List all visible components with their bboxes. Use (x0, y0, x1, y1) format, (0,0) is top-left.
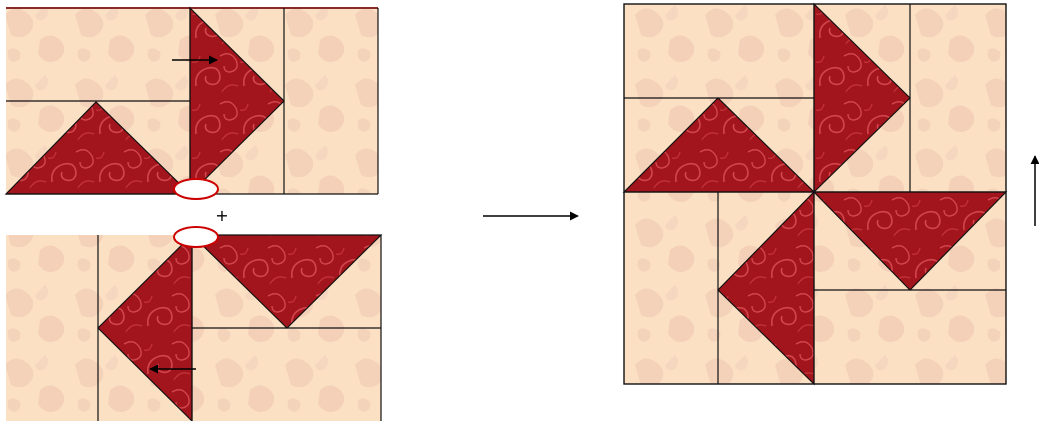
seam-marker-icon (173, 226, 219, 248)
red-triangle-down (190, 234, 383, 329)
seam-marker-icon (173, 178, 219, 200)
top-left-unit (4, 6, 379, 196)
plus-sign: + (215, 206, 228, 225)
block-border (623, 3, 1007, 385)
bottom-left-unit (6, 233, 383, 421)
finished-pinwheel-block (622, 2, 1008, 386)
